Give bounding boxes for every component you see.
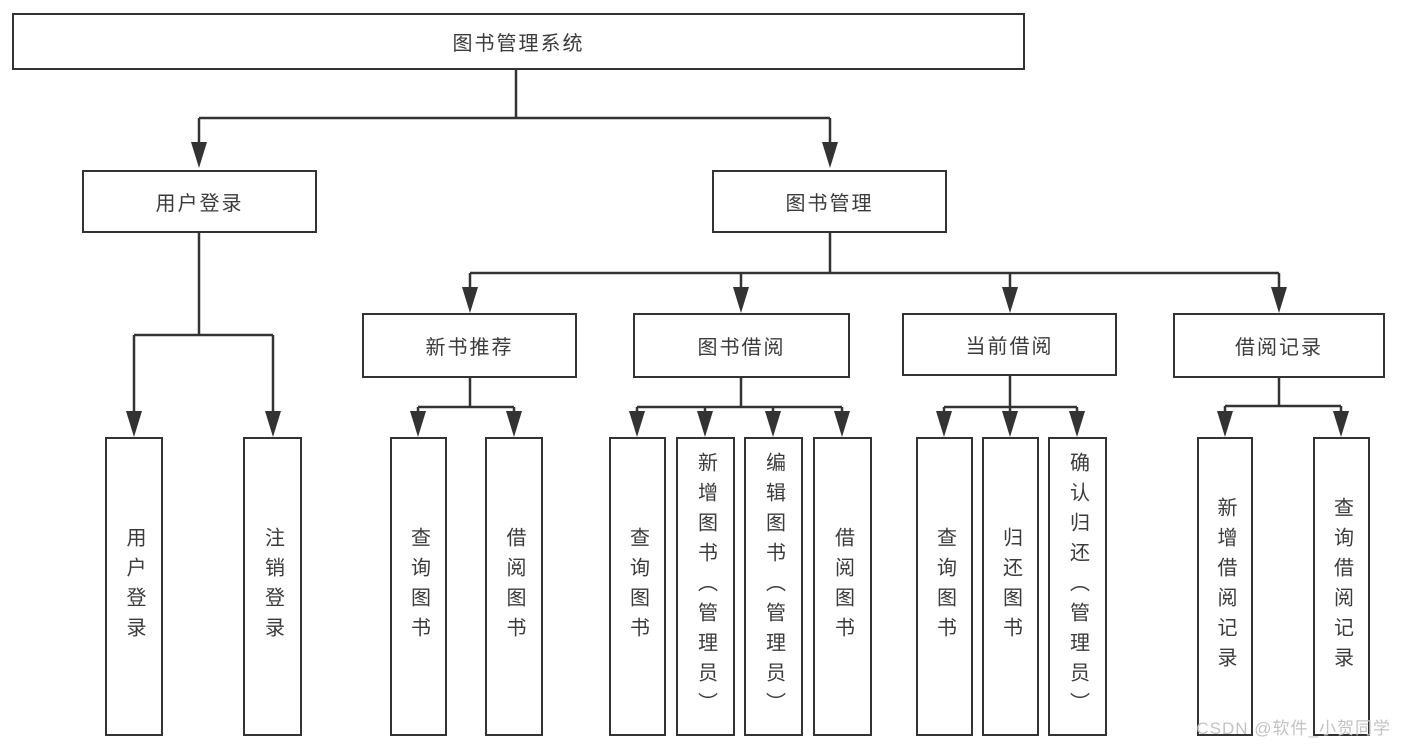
node-new-book-recommend: 新书推荐 xyxy=(362,313,577,378)
leaf-current-query-book-label: 查询图书 xyxy=(933,526,956,647)
leaf-logout-login: 注销登录 xyxy=(243,437,302,736)
leaf-record-add-borrow-record-label: 新增借阅记录 xyxy=(1214,496,1236,677)
leaf-current-confirm-return-admin: 确认归还（管理员） xyxy=(1048,437,1107,736)
leaf-newbook-query-book: 查询图书 xyxy=(390,437,447,736)
leaf-borrow-add-book-admin-label: 新增图书（管理员） xyxy=(694,451,717,722)
leaf-user-login-label: 用户登录 xyxy=(123,526,145,647)
leaf-current-return-book-label: 归还图书 xyxy=(999,526,1022,647)
leaf-record-query-borrow-record-label: 查询借阅记录 xyxy=(1330,496,1353,677)
leaf-record-add-borrow-record: 新增借阅记录 xyxy=(1197,437,1253,736)
leaf-borrow-borrow-book-label: 借阅图书 xyxy=(831,526,854,647)
node-borrow-record: 借阅记录 xyxy=(1173,313,1385,378)
node-book-borrow: 图书借阅 xyxy=(633,313,850,378)
leaf-borrow-query-book: 查询图书 xyxy=(609,437,666,736)
csdn-watermark: CSDN @软件_小贺同学 xyxy=(1196,719,1391,738)
leaf-borrow-add-book-admin: 新增图书（管理员） xyxy=(676,437,735,736)
leaf-newbook-borrow-book: 借阅图书 xyxy=(485,437,543,736)
leaf-borrow-borrow-book: 借阅图书 xyxy=(813,437,872,736)
leaf-newbook-query-book-label: 查询图书 xyxy=(407,526,430,647)
leaf-record-query-borrow-record: 查询借阅记录 xyxy=(1313,437,1370,736)
leaf-borrow-edit-book-admin-label: 编辑图书（管理员） xyxy=(762,451,785,722)
leaf-newbook-borrow-book-label: 借阅图书 xyxy=(503,526,525,647)
leaf-user-login: 用户登录 xyxy=(105,437,163,736)
node-user-login: 用户登录 xyxy=(82,170,317,233)
node-current-borrow: 当前借阅 xyxy=(902,313,1117,376)
leaf-current-confirm-return-admin-label: 确认归还（管理员） xyxy=(1066,451,1089,722)
leaf-current-return-book: 归还图书 xyxy=(982,437,1039,736)
leaf-borrow-edit-book-admin: 编辑图书（管理员） xyxy=(744,437,803,736)
node-book-management: 图书管理 xyxy=(712,170,947,233)
node-root: 图书管理系统 xyxy=(12,13,1025,70)
leaf-borrow-query-book-label: 查询图书 xyxy=(626,526,649,647)
leaf-logout-login-label: 注销登录 xyxy=(261,526,284,647)
leaf-current-query-book: 查询图书 xyxy=(916,437,973,736)
